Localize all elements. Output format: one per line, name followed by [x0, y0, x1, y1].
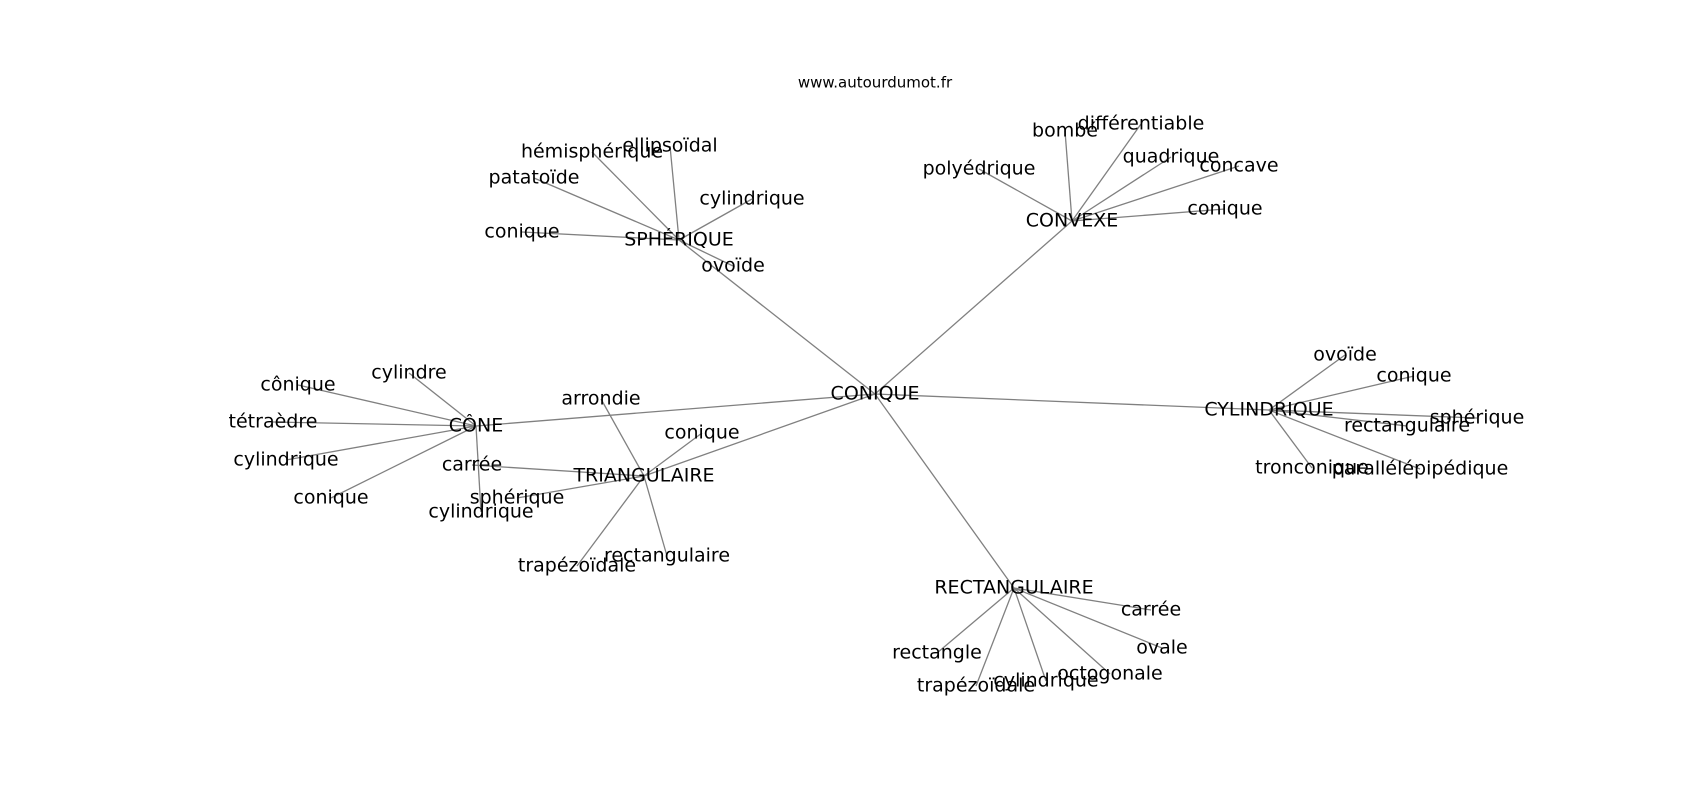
- node-hub-convexe[interactable]: CONVEXE: [1026, 210, 1118, 232]
- node-leaf[interactable]: tétraèdre: [229, 411, 318, 433]
- node-leaf[interactable]: tronconique: [1255, 457, 1369, 479]
- edge-rectangulaire-leaf: [1013, 587, 1047, 682]
- edge-rectangulaire-leaf: [975, 587, 1015, 687]
- node-leaf[interactable]: cylindrique: [993, 670, 1098, 692]
- node-leaf[interactable]: sphérique: [470, 487, 565, 509]
- edge-cone-leaf: [272, 421, 477, 427]
- node-leaf[interactable]: cylindre: [371, 362, 446, 384]
- node-leaf[interactable]: sphérique: [1430, 407, 1525, 429]
- edge-convexe-leaf: [1071, 165, 1240, 222]
- edge-convexe-leaf: [1064, 130, 1073, 222]
- edge-triangulaire-leaf: [643, 432, 703, 477]
- node-leaf[interactable]: différentiable: [1078, 113, 1205, 135]
- source-url[interactable]: www.autourdumot.fr: [798, 74, 953, 92]
- edge-cone-leaf: [285, 425, 477, 461]
- node-hub-cylindrique[interactable]: CYLINDRIQUE: [1204, 399, 1333, 421]
- node-leaf[interactable]: conique: [1376, 365, 1451, 387]
- node-hub-spherique[interactable]: SPHÉRIQUE: [624, 228, 733, 251]
- node-hub-triangulaire[interactable]: TRIANGULAIRE: [572, 465, 714, 487]
- edge-triangulaire-leaf: [600, 398, 645, 477]
- edge-cylindrique-leaf: [1268, 409, 1478, 419]
- node-leaf[interactable]: carrée: [1121, 599, 1181, 621]
- node-leaf[interactable]: carrée: [442, 454, 502, 476]
- edge-spherique-leaf: [678, 239, 734, 267]
- edge-rectangulaire-leaf: [1013, 587, 1163, 649]
- node-leaf[interactable]: cylindrique: [428, 501, 533, 523]
- node-leaf[interactable]: trapézoïdale: [917, 675, 1035, 697]
- node-leaf[interactable]: conique: [664, 422, 739, 444]
- node-leaf[interactable]: ellipsoïdal: [622, 135, 717, 157]
- node-hub-cone[interactable]: CÔNE: [449, 413, 503, 437]
- edge-cylindrique-leaf: [1268, 409, 1408, 427]
- edge-triangulaire-leaf: [576, 475, 645, 567]
- edge-root-cylindrique: [874, 393, 1270, 411]
- edge-root-spherique: [678, 239, 876, 395]
- node-leaf[interactable]: cylindrique: [699, 188, 804, 210]
- edge-root-convexe: [874, 220, 1073, 395]
- node-root[interactable]: CONIQUE: [831, 383, 920, 405]
- node-leaf[interactable]: patatoïde: [489, 167, 580, 189]
- edge-spherique-leaf: [533, 177, 680, 241]
- edge-rectangulaire-leaf: [936, 587, 1015, 654]
- node-leaf[interactable]: octogonale: [1057, 663, 1162, 685]
- node-leaf[interactable]: conique: [293, 487, 368, 509]
- edge-cylindrique-leaf: [1268, 375, 1415, 411]
- edge-cylindrique-leaf: [1268, 409, 1421, 470]
- node-leaf[interactable]: conique: [484, 221, 559, 243]
- edge-root-cone: [475, 393, 876, 427]
- edge-root-rectangulaire: [874, 393, 1015, 589]
- edge-triangulaire-leaf: [643, 475, 668, 557]
- edge-convexe-leaf: [1071, 156, 1172, 222]
- edge-spherique-leaf: [669, 145, 680, 241]
- edge-cone-leaf: [330, 425, 477, 499]
- edge-spherique-leaf: [678, 198, 753, 241]
- node-leaf[interactable]: ovoïde: [701, 255, 765, 277]
- node-hub-rectangulaire[interactable]: RECTANGULAIRE: [934, 577, 1093, 599]
- node-leaf[interactable]: ovoïde: [1313, 344, 1377, 366]
- edge-cone-leaf: [297, 384, 477, 427]
- node-leaf[interactable]: bombé: [1032, 120, 1098, 142]
- edge-triangulaire-leaf: [516, 475, 645, 499]
- edge-cylindrique-leaf: [1268, 354, 1346, 411]
- node-leaf[interactable]: rectangulaire: [1344, 415, 1470, 437]
- edge-root-triangulaire: [643, 393, 876, 477]
- edge-spherique-leaf: [521, 231, 680, 241]
- edge-triangulaire-leaf: [471, 464, 645, 477]
- node-leaf[interactable]: parallélépipédique: [1332, 458, 1509, 480]
- edge-spherique-leaf: [591, 151, 680, 241]
- node-leaf[interactable]: trapézoïdale: [518, 555, 636, 577]
- node-leaf[interactable]: cônique: [260, 374, 335, 396]
- edge-convexe-leaf: [1071, 208, 1226, 222]
- node-leaf[interactable]: concave: [1199, 155, 1278, 177]
- edge-rectangulaire-leaf: [1013, 587, 1111, 675]
- node-leaf[interactable]: conique: [1187, 198, 1262, 220]
- node-leaf[interactable]: cylindrique: [233, 449, 338, 471]
- node-leaf[interactable]: ovale: [1136, 637, 1187, 659]
- graph-edges: [272, 123, 1478, 687]
- node-leaf[interactable]: quadrique: [1123, 146, 1220, 168]
- edge-rectangulaire-leaf: [1013, 587, 1152, 611]
- node-leaf[interactable]: rectangle: [892, 642, 982, 664]
- node-leaf[interactable]: rectangulaire: [604, 545, 730, 567]
- edge-cone-leaf: [408, 372, 477, 427]
- edge-convexe-leaf: [1071, 123, 1142, 222]
- node-leaf[interactable]: polyédrique: [923, 158, 1036, 180]
- graph-labels: www.autourdumot.fr CONIQUE SPHÉRIQUE hémis…: [229, 74, 1525, 697]
- node-leaf[interactable]: hémisphérique: [521, 141, 663, 163]
- edge-convexe-leaf: [978, 168, 1073, 222]
- node-leaf[interactable]: arrondie: [561, 388, 640, 410]
- edge-cone-leaf: [475, 425, 482, 513]
- edge-cylindrique-leaf: [1268, 409, 1313, 469]
